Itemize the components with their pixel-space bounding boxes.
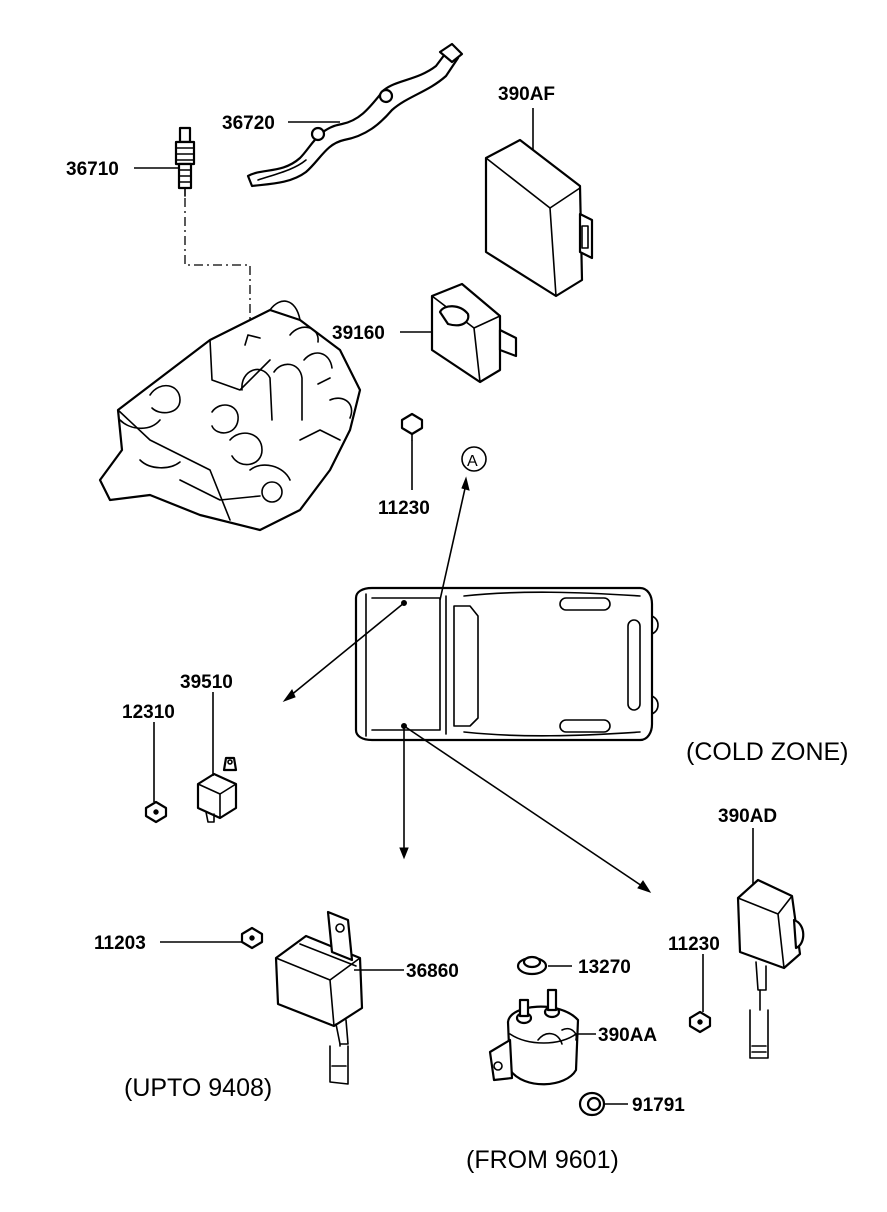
part-36720-wire bbox=[246, 42, 464, 188]
label-36710: 36710 bbox=[66, 159, 119, 180]
part-39510-relay bbox=[196, 756, 238, 823]
label-11203: 11203 bbox=[94, 933, 146, 954]
part-13270-nut bbox=[516, 955, 548, 976]
part-11230-screw-top bbox=[400, 412, 424, 441]
label-13270: 13270 bbox=[578, 957, 631, 978]
part-36710-spark-plug bbox=[174, 126, 196, 197]
part-39160-relay-box bbox=[430, 282, 518, 384]
note-cold-zone: (COLD ZONE) bbox=[686, 738, 849, 766]
part-390AF-control-unit bbox=[484, 138, 594, 298]
part-390AA-solenoid bbox=[488, 988, 580, 1086]
location-arrows bbox=[282, 476, 652, 893]
note-upto-9408: (UPTO 9408) bbox=[124, 1074, 272, 1102]
part-11230-screw-right bbox=[688, 1010, 712, 1034]
label-390AD: 390AD bbox=[718, 806, 777, 827]
part-36860-relay bbox=[274, 910, 364, 1085]
label-36720: 36720 bbox=[222, 113, 275, 134]
label-11230-top: 11230 bbox=[378, 498, 430, 519]
reference-a-label: A bbox=[467, 453, 478, 470]
label-390AF: 390AF bbox=[498, 84, 555, 105]
part-12310-bolt bbox=[144, 800, 168, 824]
label-36860: 36860 bbox=[406, 961, 459, 982]
reference-a-circle bbox=[461, 446, 487, 472]
part-11203-bolt bbox=[240, 926, 264, 950]
label-12310: 12310 bbox=[122, 702, 175, 723]
vehicle-top-view bbox=[354, 586, 659, 742]
part-91791-clip bbox=[578, 1091, 606, 1117]
label-39160: 39160 bbox=[332, 323, 385, 344]
label-39510: 39510 bbox=[180, 672, 233, 693]
note-from-9601: (FROM 9601) bbox=[466, 1146, 619, 1174]
label-91791: 91791 bbox=[632, 1095, 685, 1116]
label-390AA: 390AA bbox=[598, 1025, 657, 1046]
engine-block bbox=[98, 300, 362, 532]
part-390AD-module bbox=[736, 878, 805, 1059]
label-11230-right: 11230 bbox=[668, 934, 720, 955]
